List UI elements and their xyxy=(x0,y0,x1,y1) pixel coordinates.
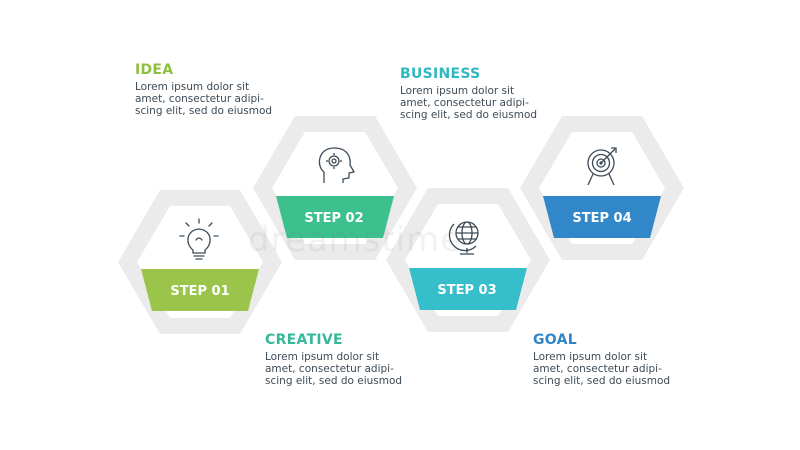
step-2-caption: BUSINESS Lorem ipsum dolor sit amet, con… xyxy=(400,66,600,121)
step-1-title: IDEA xyxy=(135,62,174,78)
target-arrow-icon xyxy=(587,147,617,186)
step-2-description: Lorem ipsum dolor sit amet, consectetur … xyxy=(400,85,538,121)
step-3-title: CREATIVE xyxy=(265,332,343,348)
step-3-description: Lorem ipsum dolor sit amet, consectetur … xyxy=(265,351,403,387)
step-2-label: STEP 02 xyxy=(304,211,363,226)
step-4-description: Lorem ipsum dolor sit amet, consectetur … xyxy=(533,351,671,387)
step-2-title: BUSINESS xyxy=(400,66,481,82)
step-3-caption: CREATIVE Lorem ipsum dolor sit amet, con… xyxy=(265,332,465,387)
step-1-label: STEP 01 xyxy=(170,284,229,299)
step-4-band xyxy=(543,196,661,238)
step-4-title: GOAL xyxy=(533,332,577,348)
step-1-description: Lorem ipsum dolor sit amet, consectetur … xyxy=(135,81,273,117)
step-3-band xyxy=(409,268,527,310)
step-1-caption: IDEA Lorem ipsum dolor sit amet, consect… xyxy=(135,62,335,117)
step-1-band xyxy=(141,269,259,311)
head-gear-icon xyxy=(318,147,355,183)
step-3-hexagon: STEP 03 xyxy=(386,188,550,332)
step-4-hexagon: STEP 04 xyxy=(520,116,684,260)
step-4-label: STEP 04 xyxy=(572,211,631,226)
step-3-label: STEP 03 xyxy=(437,283,496,298)
lightbulb-icon xyxy=(179,218,219,260)
watermark-text: dreamstime xyxy=(248,220,463,260)
step-1-hexagon: STEP 01 xyxy=(118,190,282,334)
step-4-caption: GOAL Lorem ipsum dolor sit amet, consect… xyxy=(533,332,733,387)
globe-icon xyxy=(448,221,479,255)
step-2-band xyxy=(276,196,394,238)
step-2-hexagon: STEP 02 xyxy=(253,116,417,260)
